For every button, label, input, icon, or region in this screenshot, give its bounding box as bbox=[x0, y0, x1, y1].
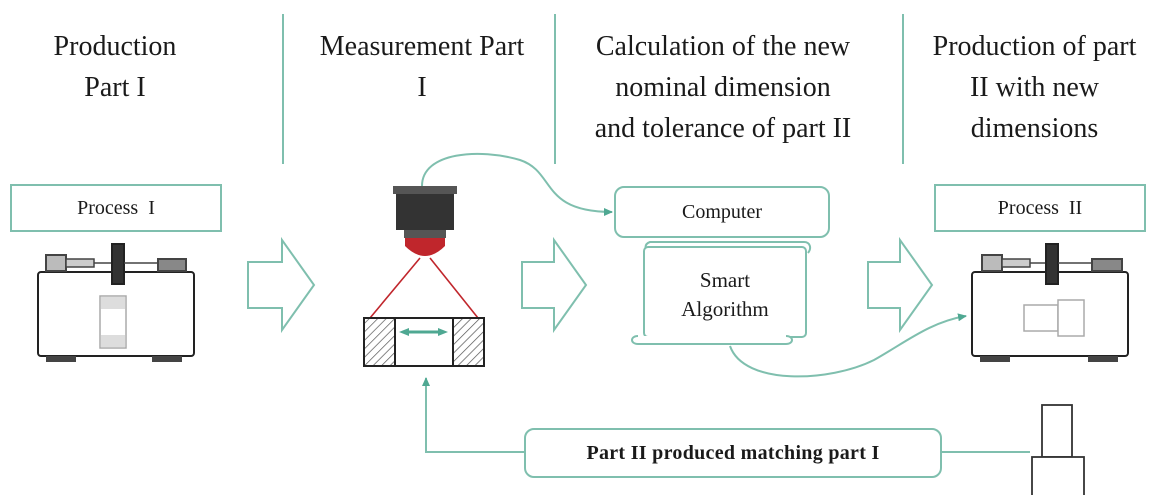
smart-algorithm-label: Smart Algorithm bbox=[681, 268, 769, 321]
process-2-box: Process II bbox=[934, 184, 1146, 232]
header-measurement-part-1: Measurement Part I bbox=[319, 31, 525, 103]
flow-arrow-2 bbox=[521, 236, 588, 334]
header-production-part-2: Production of part II with new dimension… bbox=[932, 31, 1137, 144]
flow-arrow-1 bbox=[247, 236, 316, 334]
header-production-part-1: Production Part I bbox=[53, 31, 177, 103]
separator-2 bbox=[554, 14, 556, 164]
scroll-icon bbox=[631, 241, 812, 345]
process-1-box: Process I bbox=[10, 184, 222, 232]
part-2-icon bbox=[1031, 404, 1085, 495]
computer-box: Computer bbox=[614, 186, 830, 238]
machine-1-icon bbox=[37, 243, 195, 362]
measured-part-icon bbox=[363, 317, 485, 367]
connector-camera-to-computer bbox=[421, 152, 613, 216]
machine-2-icon bbox=[971, 243, 1129, 362]
separator-1 bbox=[282, 14, 284, 164]
connector-algorithm-to-process-2 bbox=[729, 313, 967, 378]
camera-icon bbox=[369, 186, 479, 319]
header-calculation: Calculation of the new nominal dimension… bbox=[594, 31, 852, 144]
feedback-arrow bbox=[422, 377, 524, 453]
separator-3 bbox=[902, 14, 904, 164]
bottom-label-box: Part II produced matching part I bbox=[524, 428, 942, 478]
flow-arrow-3 bbox=[867, 236, 934, 334]
